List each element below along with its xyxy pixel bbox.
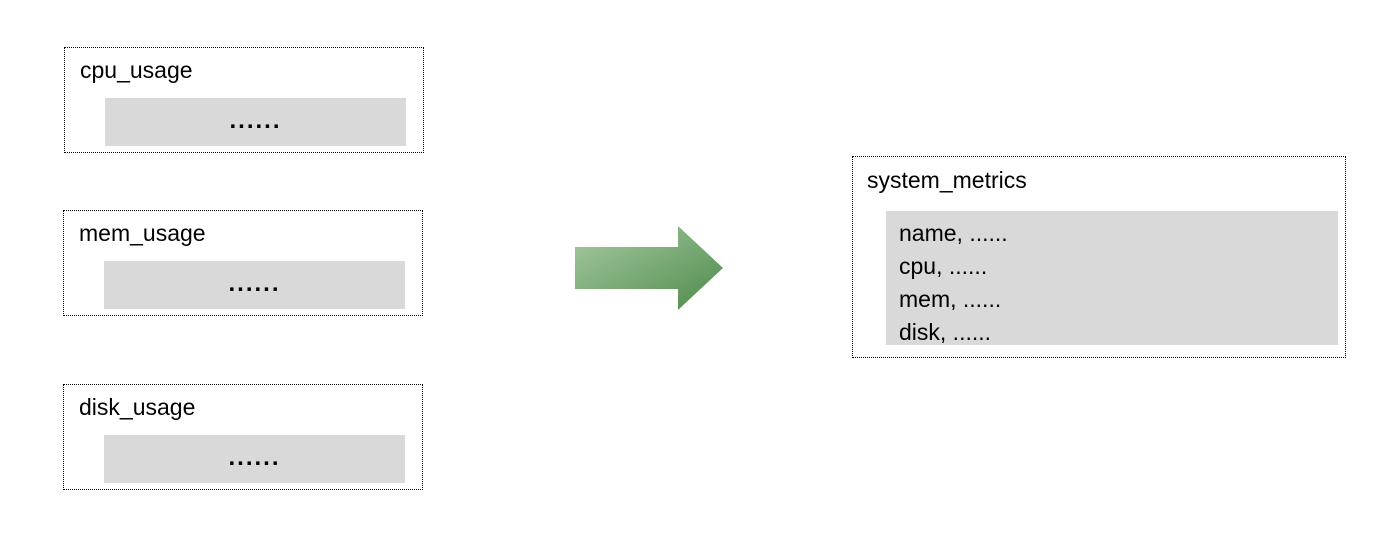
table-rows-placeholder: ...... bbox=[104, 261, 405, 309]
source-box-cpu-usage: cpu_usage ...... bbox=[64, 47, 424, 153]
result-table-columns: name, ...... cpu, ...... mem, ...... dis… bbox=[886, 211, 1338, 345]
result-table-name: system_metrics bbox=[867, 167, 1027, 193]
source-table-name: mem_usage bbox=[79, 220, 206, 246]
ellipsis-text: ...... bbox=[229, 107, 282, 134]
column-line-cpu: cpu, ...... bbox=[899, 253, 988, 279]
source-box-mem-usage: mem_usage ...... bbox=[63, 210, 423, 316]
source-table-name: disk_usage bbox=[79, 394, 196, 420]
source-box-disk-usage: disk_usage ...... bbox=[63, 384, 423, 490]
result-box-system-metrics: system_metrics name, ...... cpu, ...... … bbox=[852, 156, 1346, 358]
source-table-name: cpu_usage bbox=[80, 57, 193, 83]
column-line-name: name, ...... bbox=[899, 220, 1008, 246]
merge-arrow-icon bbox=[575, 226, 723, 310]
ellipsis-text: ...... bbox=[228, 444, 281, 471]
table-rows-placeholder: ...... bbox=[104, 435, 405, 483]
column-line-disk: disk, ...... bbox=[899, 319, 992, 345]
table-rows-placeholder: ...... bbox=[105, 98, 406, 146]
ellipsis-text: ...... bbox=[228, 270, 281, 297]
column-line-mem: mem, ...... bbox=[899, 286, 1002, 312]
